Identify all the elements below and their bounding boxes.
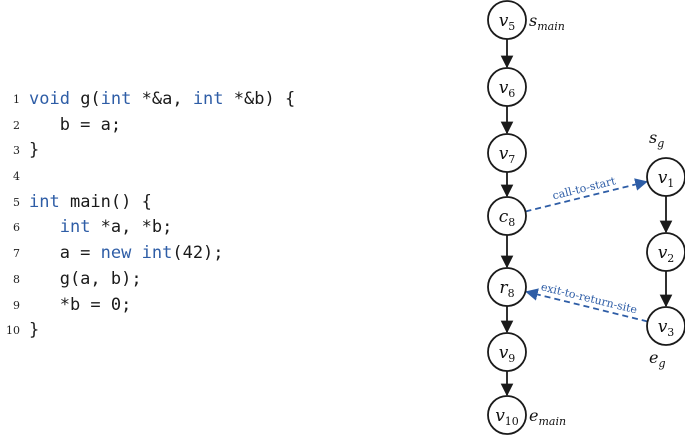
- code-line: 9 *b = 0;: [0, 293, 295, 319]
- keyword-token: int: [100, 89, 132, 109]
- node-v3: v3: [646, 306, 685, 346]
- annotation-e-main: emain: [529, 406, 566, 428]
- edges: [500, 39, 673, 397]
- node-v1: v1: [646, 157, 685, 197]
- code-line: 8 g(a, b);: [0, 267, 295, 293]
- line-number: 7: [13, 247, 20, 261]
- annotations: smain emain sg eg: [529, 11, 666, 428]
- node-label: v10: [495, 406, 519, 428]
- code-line: 3}: [0, 138, 295, 164]
- code-token: *&b) {: [223, 89, 296, 109]
- line-number: 10: [6, 324, 20, 338]
- code-token: }: [29, 320, 40, 341]
- code-token: *&a,: [131, 89, 193, 109]
- code-text: int main() {: [29, 190, 152, 216]
- node-v2: v2: [646, 232, 685, 272]
- code-token: g(: [69, 89, 101, 109]
- node-circle: [487, 395, 527, 435]
- code-line: 2 b = a;: [0, 113, 295, 139]
- code-line: 10}: [0, 318, 295, 344]
- node-circle: [646, 232, 685, 272]
- code-line: 6 int *a, *b;: [0, 215, 295, 241]
- line-number: 8: [13, 272, 20, 286]
- node-v6: v6: [487, 67, 527, 107]
- node-v7: v7: [487, 133, 527, 173]
- code-text: *b = 0;: [29, 293, 132, 319]
- keyword-token: int: [59, 217, 91, 238]
- edge-label-call-to-start: call-to-start: [551, 174, 617, 202]
- node-label: v1: [658, 168, 675, 190]
- code-line: 5 int main() {: [0, 190, 295, 216]
- code-text: b = a;: [29, 113, 121, 139]
- node-label: v3: [658, 317, 675, 339]
- node-circle: [646, 157, 685, 197]
- code-text: int *a, *b;: [29, 215, 173, 241]
- annotation-s-g: sg: [649, 128, 664, 150]
- code-token: b = a;: [29, 114, 122, 135]
- line-number: 9: [13, 298, 20, 312]
- keyword-token: int: [192, 89, 224, 109]
- node-label: c8: [499, 207, 516, 229]
- node-v5: v5: [487, 0, 527, 40]
- code-text: g(a, b);: [29, 267, 142, 293]
- nodes: v5 v6 v7 c8 r8 v9 v10 v1 v2 v3: [487, 0, 685, 435]
- node-label: v9: [499, 343, 516, 365]
- node-circle: [487, 332, 527, 372]
- line-number: 3: [13, 144, 20, 158]
- code-line: 7 a = new int(42);: [0, 241, 295, 267]
- code-text: }: [29, 138, 39, 164]
- annotation-s-main: smain: [529, 11, 565, 33]
- node-circle: [487, 196, 527, 236]
- node-circle: [487, 67, 527, 107]
- code-text: void g(int *&a, int *&b) {: [29, 87, 295, 113]
- edge-c8-v1: [525, 178, 648, 213]
- node-label: v6: [499, 78, 516, 100]
- code-token: *b = 0;: [29, 294, 132, 315]
- line-number: 2: [13, 118, 20, 132]
- node-label: v5: [499, 11, 516, 33]
- keyword-token: int: [29, 191, 60, 212]
- node-r8: r8: [487, 267, 527, 307]
- code-token: *a, *b;: [90, 217, 173, 238]
- line-number: 1: [13, 93, 20, 106]
- node-circle: [487, 267, 527, 307]
- node-label: r8: [499, 278, 514, 300]
- code-text: a = new int(42);: [29, 241, 224, 267]
- code-token: (42);: [172, 243, 224, 264]
- code-text: }: [29, 318, 39, 344]
- line-number: 5: [13, 195, 20, 209]
- edge-v3-r8: [525, 288, 648, 323]
- code-line: 4: [0, 164, 295, 190]
- code-token: main() {: [59, 191, 152, 212]
- node-c8: c8: [487, 196, 527, 236]
- keyword-token: void: [29, 89, 70, 109]
- node-v10: v10: [487, 395, 527, 435]
- line-number: 6: [13, 221, 20, 235]
- node-label: v7: [499, 144, 516, 166]
- node-circle: [646, 306, 685, 346]
- node-circle: [487, 0, 527, 40]
- code-token: a =: [29, 243, 101, 264]
- node-label: v2: [658, 243, 675, 265]
- line-number: 4: [13, 170, 20, 184]
- annotation-e-g: eg: [649, 348, 666, 370]
- code-token: }: [29, 140, 40, 161]
- keyword-token: new: [100, 243, 132, 264]
- node-circle: [487, 133, 527, 173]
- node-v9: v9: [487, 332, 527, 372]
- keyword-token: int: [141, 243, 173, 264]
- code-token: g(a, b);: [29, 268, 142, 289]
